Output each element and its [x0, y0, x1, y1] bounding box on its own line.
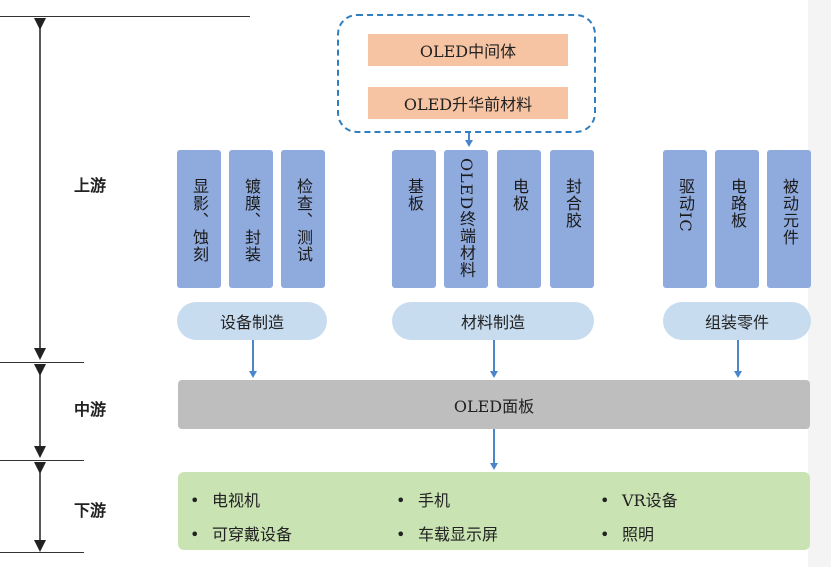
equipment-arrow-stem	[252, 340, 254, 372]
equipment-item-2: 镀膜、封装	[229, 150, 273, 288]
stage-label-upstream: 上游	[74, 176, 107, 195]
materials-arrow-head	[490, 371, 498, 378]
stage-label-midstream: 中游	[74, 400, 107, 419]
intermediate-box-1: OLED中间体	[368, 34, 568, 66]
equipment-arrow-head	[249, 371, 257, 378]
top-divider-line	[0, 16, 250, 17]
panel-arrow-stem	[493, 429, 495, 464]
bottom-divider-line	[0, 552, 84, 553]
group-pill-components: 组装零件	[663, 302, 811, 340]
intermediates-arrow-stem	[468, 133, 470, 141]
downstream-item: 照明	[600, 521, 654, 545]
downstream-item: 可穿戴设备	[190, 521, 292, 545]
components-item-1: 驱动IC	[663, 150, 707, 288]
group-pill-equipment: 设备制造	[177, 302, 327, 340]
components-item-2: 电路板	[715, 150, 759, 288]
downstream-item: VR设备	[600, 487, 678, 511]
components-item-3: 被动元件	[767, 150, 811, 288]
materials-item-1: 基板	[392, 150, 436, 288]
equipment-item-1: 显影、蚀刻	[177, 150, 221, 288]
downstream-item: 车载显示屏	[396, 521, 498, 545]
downstream-item: 手机	[396, 487, 450, 511]
right-edge-strip	[808, 0, 831, 567]
equipment-item-3: 检查、测试	[281, 150, 325, 288]
materials-item-3: 电极	[497, 150, 541, 288]
downstream-item: 电视机	[190, 487, 260, 511]
components-arrow-head	[734, 371, 742, 378]
intermediate-box-2: OLED升华前材料	[368, 87, 568, 119]
intermediates-arrow-head	[465, 140, 473, 147]
group-pill-materials: 材料制造	[392, 302, 594, 340]
materials-item-4: 封合胶	[550, 150, 594, 288]
upstream-divider-line	[0, 362, 84, 363]
materials-arrow-stem	[493, 340, 495, 372]
components-arrow-stem	[737, 340, 739, 372]
stage-scale-arrows	[34, 18, 46, 552]
materials-item-2: OLED终端材料	[444, 150, 488, 288]
intermediates-group	[337, 14, 596, 133]
stage-label-downstream: 下游	[74, 501, 107, 520]
oled-panel-box: OLED面板	[178, 380, 810, 429]
panel-arrow-head	[490, 463, 498, 470]
midstream-divider-line	[0, 460, 84, 461]
